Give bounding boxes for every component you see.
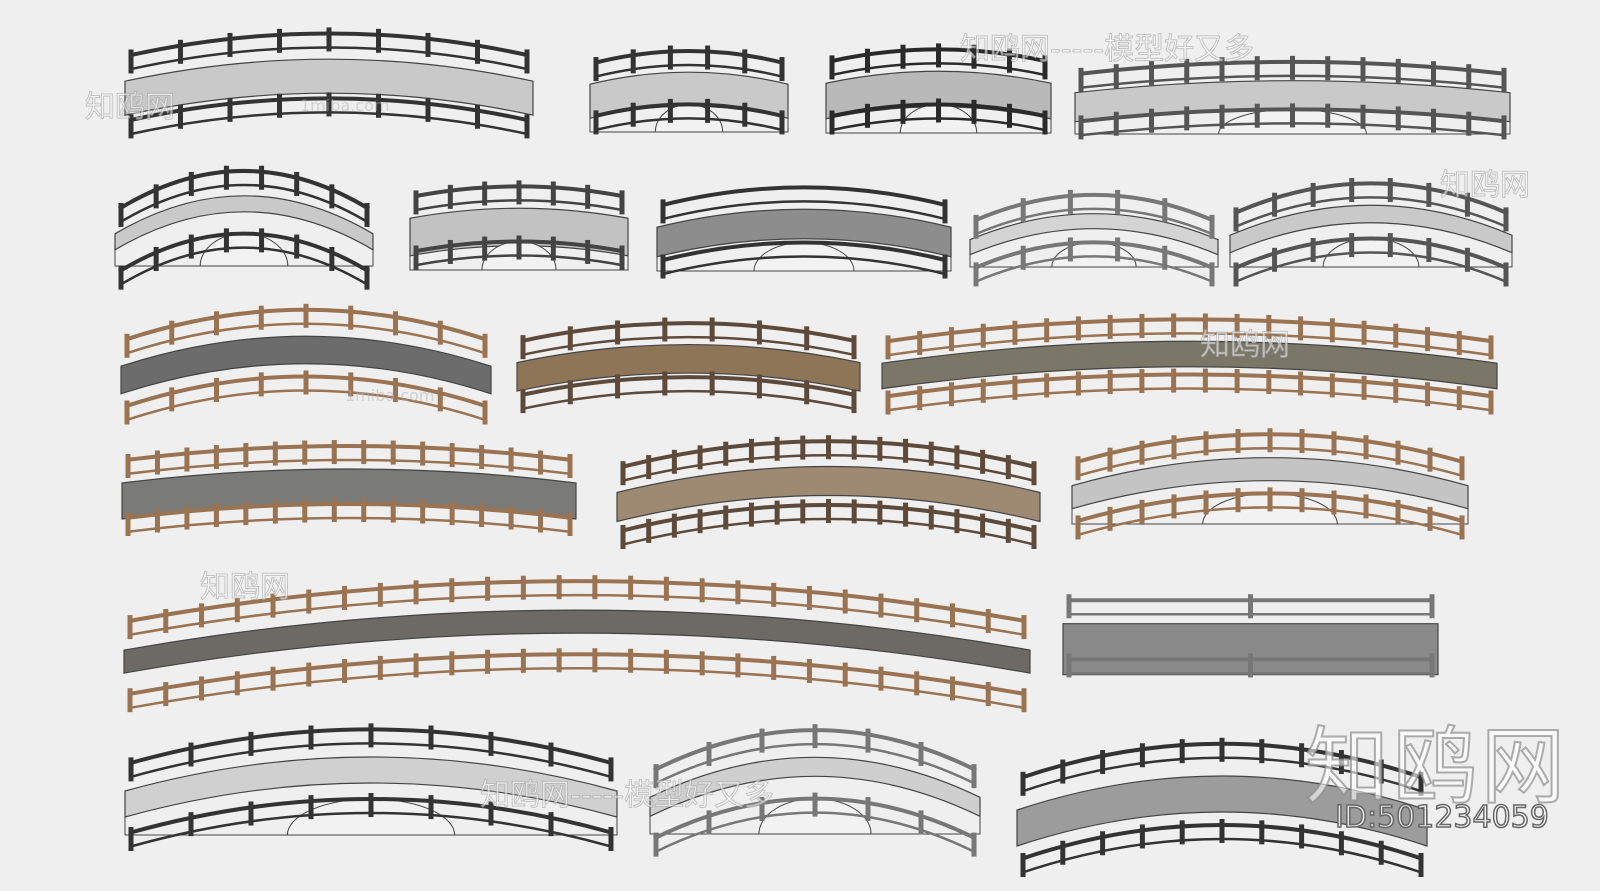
bridge-model [123,575,1031,713]
bridge-model [124,27,534,139]
bridge-model [1074,55,1511,140]
bridge-model [114,165,374,290]
bridge-model [1071,428,1469,540]
bridge-model [1229,178,1513,287]
bridge-model [409,180,629,271]
bridge-model [616,435,1041,549]
bridge-model [516,317,861,414]
bridge-model [120,303,492,425]
bridge-model [124,723,618,851]
bridge-model [121,440,577,536]
bridge-model [649,724,981,857]
bridge-model [1016,737,1428,877]
bridge-model [969,189,1219,287]
bridge-model [589,45,789,135]
bridge-model [656,185,952,279]
bridge-model [881,313,1498,415]
bridge-model [1062,594,1439,678]
bridge-model [825,43,1052,135]
